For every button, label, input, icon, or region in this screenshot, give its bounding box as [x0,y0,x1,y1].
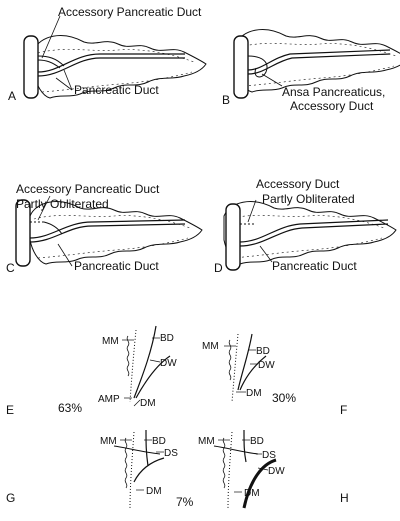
duodenum-b [233,35,249,99]
panel-e: MM BD DW AMP DM 63% E [6,325,177,417]
percent-f: 30% [272,391,296,405]
panel-letter-a: A [8,89,16,103]
main-duct-b [247,49,391,71]
accessory-duct-a [37,55,65,67]
label-dm-g: DM [146,486,162,497]
label-bd-g: BD [152,436,166,447]
label-accessory-pancreatic-duct-c: Accessory Pancreatic Duct [16,182,160,196]
label-mm-h: MM [198,436,215,447]
label-bd-h: BD [250,436,264,447]
label-pancreatic-duct-d: Pancreatic Duct [272,259,357,273]
label-dw-e: DW [160,358,177,369]
main-duct-d [239,219,389,243]
panel-d: Accessory Duct Partly Obliterated Pancre… [214,177,397,275]
panel-letter-e: E [6,403,14,417]
bile-duct-f [237,333,253,391]
label-bd-f: BD [256,346,270,357]
panel-c: Accessory Pancreatic Duct Partly Obliter… [6,182,203,275]
percent-e: 63% [58,401,82,415]
bile-duct-h [243,429,247,463]
bile-duct-e [133,325,157,399]
label-dm-f: DM [246,388,262,399]
panel-f: MM BD DW DM 30% F [202,333,347,417]
label-ansa-pancreaticus: Ansa Pancreaticus, [282,85,385,99]
bile-duct-g [145,429,149,467]
main-duct-a [37,53,185,73]
pancreatic-duct-h [242,458,277,509]
panel-letter-b: B [222,93,230,107]
pancreatic-duct-f [239,355,267,391]
label-partly-obliterated-d: Partly Obliterated [262,192,355,206]
duodenum-d [225,203,241,271]
panel-h: MM BD DS DW DM H [198,429,349,509]
label-pancreatic-duct-a: Pancreatic Duct [74,83,159,97]
pancreatic-duct-g [133,457,165,483]
panel-letter-f: F [340,403,347,417]
label-bd-e: BD [160,333,174,344]
label-partly-obliterated-c: Partly Obliterated [16,197,109,211]
label-dw-f: DW [258,360,275,371]
label-accessory-pancreatic-duct-a: Accessory Pancreatic Duct [58,5,202,19]
label-ds-h: DS [262,450,276,461]
pancreatic-duct-e [135,355,171,399]
panel-letter-h: H [340,491,349,505]
panel-letter-c: C [6,261,15,275]
panel-a: Accessory Pancreatic Duct Pancreatic Duc… [8,5,207,103]
panel-g: MM BD DS DM 7% G [6,429,194,509]
ansa-loop-b [247,55,268,78]
label-mm-g: MM [100,436,117,447]
label-mm-f: MM [202,341,219,352]
panel-letter-d: D [214,261,223,275]
label-accessory-duct-d: Accessory Duct [256,177,340,191]
percent-g: 7% [176,495,194,509]
label-ds-g: DS [164,448,178,459]
main-duct-c [29,219,186,239]
duodenal-wall-g [129,431,135,509]
label-accessory-duct-b: Accessory Duct [290,99,374,113]
duodenal-wall-e [129,329,137,403]
duodenal-wall-f [231,333,239,403]
label-dw-h: DW [268,466,285,477]
label-dm-h: DM [244,488,260,499]
label-pancreatic-duct-c: Pancreatic Duct [74,259,159,273]
label-mm-e: MM [102,336,119,347]
panel-b: Ansa Pancreaticus, Accessory Duct B [222,29,400,113]
duodenum-a [23,35,39,99]
duodenum-c [15,199,31,267]
duodenal-wall-h [227,431,233,509]
label-dm-e: DM [140,398,156,409]
panel-letter-g: G [6,491,15,505]
label-amp-e: AMP [98,394,120,405]
